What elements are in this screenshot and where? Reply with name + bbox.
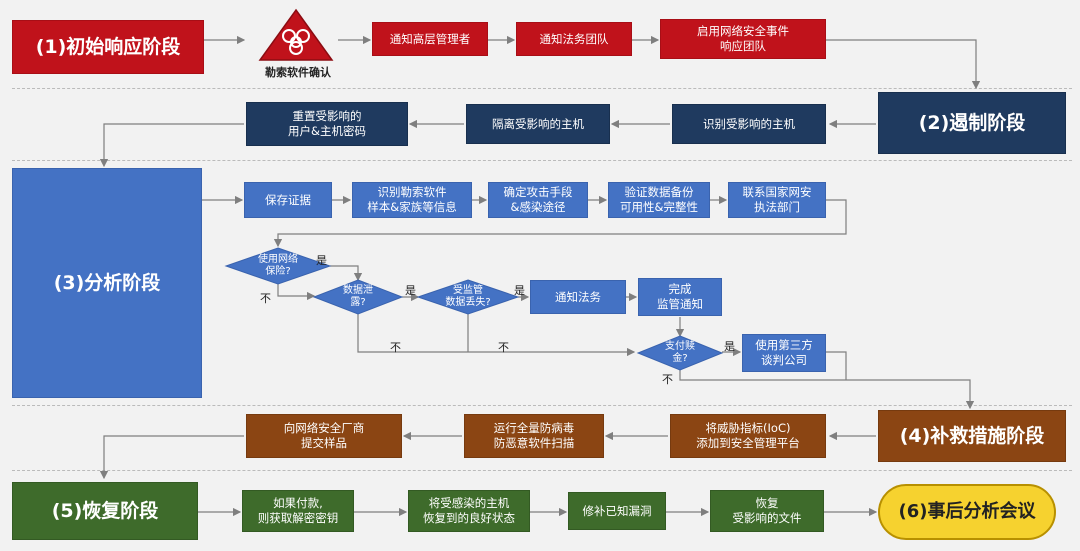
yes-label-ransom: 是 (724, 340, 735, 353)
obtain-decryption-key: 如果付款, 则获取解密密钥 (242, 490, 354, 532)
no-label-leak: 不 (390, 341, 401, 354)
phase-5-recovery: (5)恢复阶段 (12, 482, 198, 540)
add-ioc-to-platform: 将威胁指标(IoC) 添加到安全管理平台 (670, 414, 826, 458)
phase-6-post-incident-meeting: (6)事后分析会议 (878, 484, 1056, 540)
biohazard-warning-icon (258, 8, 334, 62)
yes-label-insurance: 是 (316, 254, 327, 267)
yes-label-regulated: 是 (514, 284, 525, 297)
notify-senior-management: 通知高层管理者 (372, 22, 488, 56)
ransom-diamond (636, 335, 724, 371)
no-label-insurance: 不 (260, 292, 271, 305)
leak-question: 数据泄 露? (343, 285, 373, 308)
verify-backup: 验证数据备份 可用性&完整性 (608, 182, 710, 218)
activate-incident-response-team: 启用网络安全事件 响应团队 (660, 19, 826, 59)
complete-regulatory-notice: 完成 监管通知 (638, 278, 722, 316)
insurance-diamond (224, 247, 332, 285)
separator-4 (12, 470, 1072, 471)
isolate-affected-hosts: 隔离受影响的主机 (466, 104, 610, 144)
leak-diamond (312, 279, 404, 315)
yes-label-leak: 是 (405, 284, 416, 297)
contact-law-enforcement: 联系国家网安 执法部门 (728, 182, 826, 218)
phase-1-initial-response: (1)初始响应阶段 (12, 20, 204, 74)
no-label-regulated: 不 (498, 341, 509, 354)
reset-passwords: 重置受影响的 用户&主机密码 (246, 102, 408, 146)
regulated-data-question: 受监管 数据丢失? (445, 285, 491, 308)
separator-1 (12, 88, 1072, 89)
restore-infected-hosts: 将受感染的主机 恢复到的良好状态 (408, 490, 530, 532)
separator-3 (12, 405, 1072, 406)
separator-2 (12, 160, 1072, 161)
phase-4-remediation: (4)补救措施阶段 (878, 410, 1066, 462)
run-antivirus-scan: 运行全量防病毒 防恶意软件扫描 (464, 414, 604, 458)
third-party-negotiator: 使用第三方 谈判公司 (742, 334, 826, 372)
patch-known-vulnerabilities: 修补已知漏洞 (568, 492, 666, 530)
phase-2-containment: (2)遏制阶段 (878, 92, 1066, 154)
restore-affected-files: 恢复 受影响的文件 (710, 490, 824, 532)
insurance-question: 使用网络 保险? (258, 254, 298, 277)
no-label-ransom: 不 (662, 373, 673, 386)
regulated-diamond (416, 279, 520, 315)
determine-attack-vector: 确定攻击手段 &感染途径 (488, 182, 588, 218)
phase-3-analysis: (3)分析阶段 (12, 168, 202, 398)
pay-ransom-question: 支付赎 金? (665, 341, 695, 364)
notify-legal-team: 通知法务团队 (516, 22, 632, 56)
ransom-confirm-label: 勒索软件确认 (265, 66, 331, 79)
preserve-evidence: 保存证据 (244, 182, 332, 218)
identify-ransomware-sample: 识别勒索软件 样本&家族等信息 (352, 182, 472, 218)
identify-affected-hosts: 识别受影响的主机 (672, 104, 826, 144)
submit-samples-to-vendor: 向网络安全厂商 提交样品 (246, 414, 402, 458)
notify-legal: 通知法务 (530, 280, 626, 314)
